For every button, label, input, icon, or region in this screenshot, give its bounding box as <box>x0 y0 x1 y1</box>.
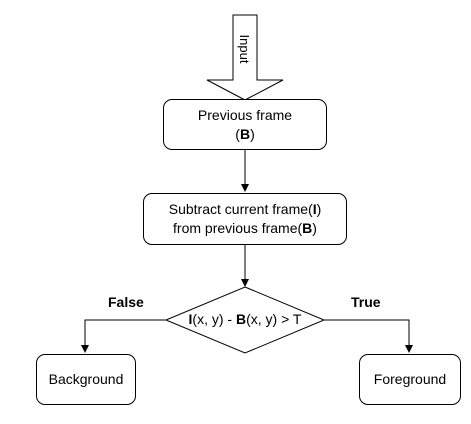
connector-true-branch <box>324 319 413 353</box>
input-arrow <box>206 14 284 101</box>
true-label: True <box>351 294 381 310</box>
foreground-box: Foreground <box>359 354 461 405</box>
background-box: Background <box>36 354 136 405</box>
decision-condition: I(x, y) - B(x, y) > T <box>188 311 302 327</box>
input-label: Input <box>237 34 252 64</box>
previous-frame-line1: Previous frame <box>197 106 293 123</box>
subtract-box: Subtract current frame(I) from previous … <box>143 193 347 245</box>
subtract-line1: Subtract current frame(I) <box>168 201 322 217</box>
subtract-line2: from previous frame(B) <box>173 220 317 236</box>
previous-frame-line2: (B) <box>235 125 255 142</box>
previous-frame-box: Previous frame (B) <box>163 99 327 150</box>
background-label: Background <box>48 371 124 387</box>
foreground-label: Foreground <box>373 371 447 387</box>
connector-false-branch <box>81 319 166 353</box>
decision-diamond <box>164 286 326 354</box>
false-label: False <box>108 294 144 310</box>
